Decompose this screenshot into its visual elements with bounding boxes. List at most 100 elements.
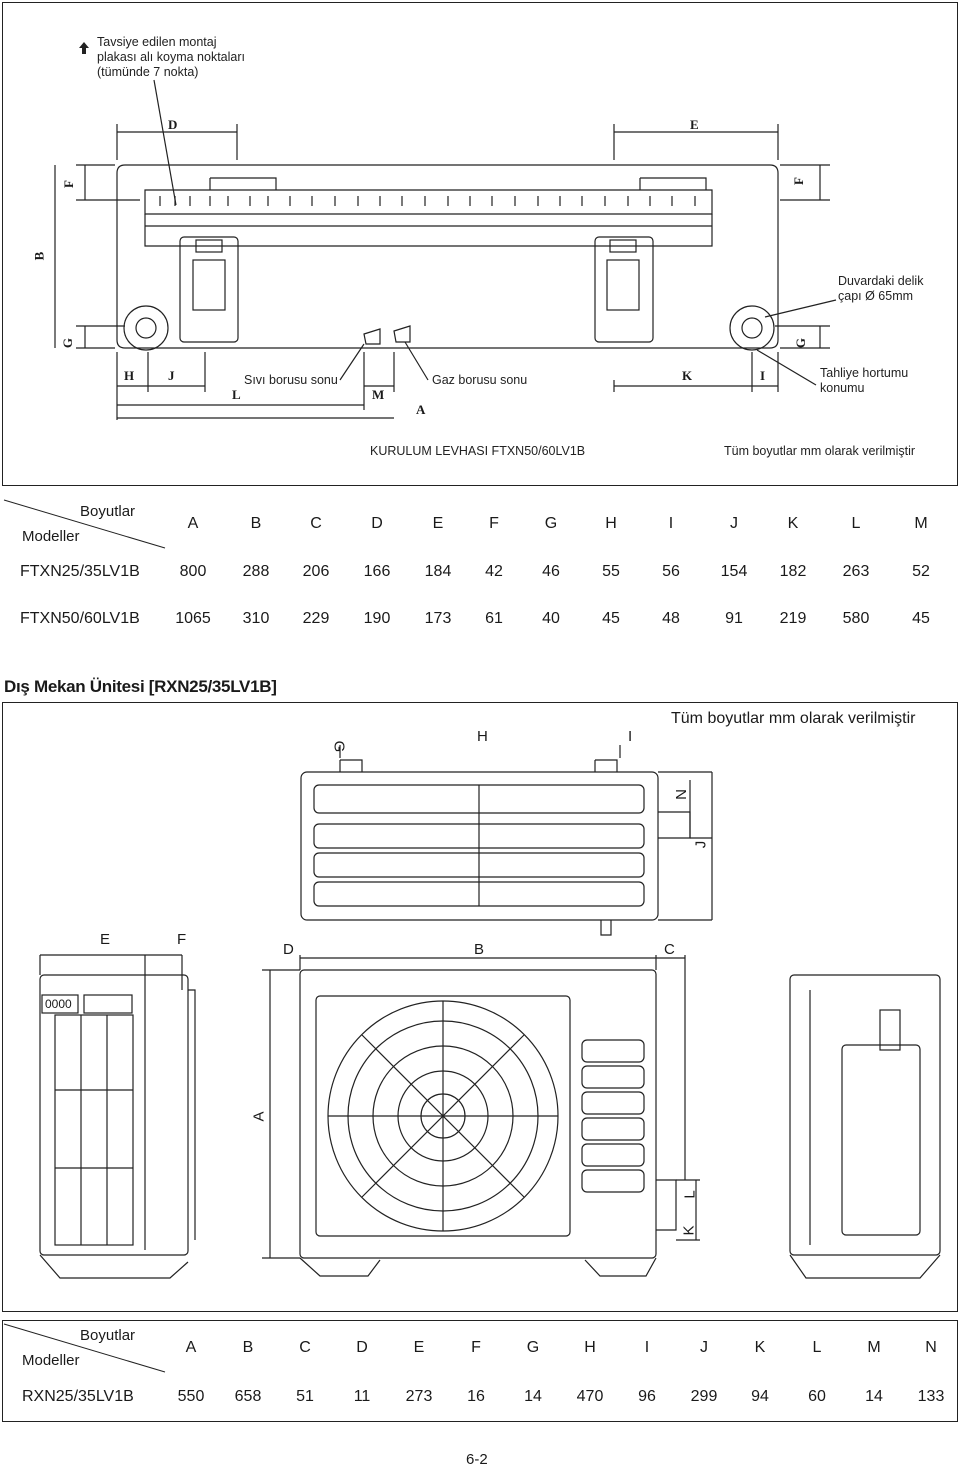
table1-col-header-i: I	[668, 515, 674, 532]
table1-col-header-k: K	[787, 515, 799, 532]
dim-A-label: A	[416, 402, 426, 417]
out-dim-J-label: J	[692, 840, 710, 849]
table1-cell-b: 310	[242, 610, 270, 627]
table2-row-model: RXN25/35LV1B	[22, 1388, 134, 1405]
dim-F-right-label: F	[790, 177, 806, 185]
table1-cell-g: 40	[542, 610, 560, 627]
table1-col-header-m: M	[914, 515, 928, 532]
plate-units-note: Tüm boyutlar mm olarak verilmiştir	[724, 444, 916, 458]
table1-cell-k: 182	[779, 563, 807, 580]
table1-cell-l: 580	[842, 610, 870, 627]
table1-col-header-d: D	[371, 515, 383, 532]
table2-col-header-e: E	[413, 1339, 425, 1356]
drain-hose-label: Tahliye hortumu konumu	[820, 366, 908, 396]
table2-corner-top: Boyutlar	[80, 1327, 136, 1344]
mounting-note-line-1: Tavsiye edilen montaj	[97, 35, 217, 49]
out-dim-K-label: K	[680, 1225, 698, 1236]
table2-col-header-g: G	[526, 1339, 540, 1356]
dim-H-label: H	[124, 368, 135, 383]
mounting-plate-drawing	[54, 42, 837, 420]
table2-cell-k: 94	[751, 1388, 769, 1405]
table2-col-header-l: L	[812, 1339, 822, 1356]
table1-col-header-e: E	[432, 515, 444, 532]
table2-cell-f: 16	[467, 1388, 485, 1405]
wall-hole-line-2: çapı Ø 65mm	[838, 289, 914, 303]
table1-col-header-l: L	[851, 515, 861, 532]
table1-row-model: FTXN25/35LV1B	[20, 563, 140, 580]
mounting-plate-frame	[2, 2, 958, 486]
table2-col-header-f: F	[471, 1339, 481, 1356]
out-dim-C-label: C	[664, 941, 675, 958]
out-dim-G-label: G	[330, 740, 348, 753]
table2-col-header-h: H	[584, 1339, 596, 1356]
outdoor-units-note: Tüm boyutlar mm olarak verilmiştir	[671, 710, 916, 727]
table2-cell-n: 133	[917, 1388, 945, 1405]
table1-cell-k: 219	[779, 610, 807, 627]
dim-J-label: J	[168, 368, 175, 383]
out-dim-D-label: D	[283, 941, 294, 958]
table2-frame	[2, 1320, 958, 1422]
table1-cell-a: 1065	[175, 610, 211, 627]
table2-cell-g: 14	[524, 1388, 542, 1405]
outdoor-frame	[2, 702, 958, 1312]
dim-M-label: M	[372, 387, 385, 402]
page-number: 6-2	[466, 1451, 488, 1468]
outdoor-title: Dış Mekan Ünitesi [RXN25/35LV1B]	[4, 677, 277, 696]
table1-cell-d: 166	[363, 563, 391, 580]
dim-I-label: I	[760, 368, 766, 383]
dim-B-label: B	[31, 251, 47, 261]
table1-col-header-j: J	[730, 515, 738, 532]
out-dim-F-label: F	[177, 931, 187, 948]
wall-hole-note: Duvardaki delik çapı Ø 65mm	[838, 274, 923, 304]
table1-col-header-g: G	[544, 515, 558, 532]
table1-cell-i: 48	[662, 610, 680, 627]
out-dim-B-label: B	[474, 941, 485, 958]
table1-col-header-f: F	[489, 515, 499, 532]
table1-col-header-h: H	[605, 515, 617, 532]
table1-cell-j: 91	[725, 610, 743, 627]
dim-F-left-label: F	[60, 180, 76, 188]
table1-cell-b: 288	[242, 563, 270, 580]
table2-col-header-b: B	[242, 1339, 254, 1356]
dim-G-right-label: G	[793, 337, 809, 349]
table1-cell-i: 56	[662, 563, 680, 580]
table1-cell-d: 190	[363, 610, 391, 627]
table1-corner-top: Boyutlar	[80, 503, 136, 520]
table2-col-header-a: A	[185, 1339, 197, 1356]
table2-corner-bottom: Modeller	[22, 1352, 80, 1369]
table2-cell-e: 273	[405, 1388, 433, 1405]
table2-col-header-j: J	[700, 1339, 708, 1356]
table1-cell-h: 45	[602, 610, 620, 627]
table2-col-header-n: N	[925, 1339, 937, 1356]
table1-cell-e: 184	[424, 563, 452, 580]
side-panel-label: 0000	[45, 997, 72, 1011]
mounting-note-line-2: plakası alı koyma noktaları	[97, 50, 245, 64]
table2-col-header-k: K	[754, 1339, 766, 1356]
table2-cell-d: 11	[353, 1388, 371, 1405]
table2-col-header-c: C	[299, 1339, 311, 1356]
table1-row-model: FTXN50/60LV1B	[20, 610, 140, 627]
out-dim-A-label: A	[250, 1111, 268, 1122]
table2-cell-a: 550	[177, 1388, 205, 1405]
table2-diagonal	[3, 1323, 166, 1373]
table2-col-header-i: I	[644, 1339, 650, 1356]
outdoor-unit-drawing	[39, 745, 941, 1279]
table1-cell-c: 206	[302, 563, 330, 580]
wall-hole-line-1: Duvardaki delik	[838, 274, 924, 288]
table2-cell-i: 96	[638, 1388, 656, 1405]
out-dim-E-label: E	[100, 931, 111, 948]
table2-cell-l: 60	[808, 1388, 826, 1405]
mounting-note-line-3: (tümünde 7 nokta)	[97, 65, 199, 79]
table1-cell-e: 173	[424, 610, 452, 627]
dim-D-label: D	[168, 117, 178, 132]
table2-cell-m: 14	[865, 1388, 883, 1405]
drain-hose-line-2: konumu	[820, 381, 865, 395]
out-dim-H-label: H	[477, 728, 488, 745]
gas-pipe-label: Gaz borusu sonu	[432, 373, 528, 387]
mounting-point-note: Tavsiye edilen montaj plakası alı koyma …	[97, 35, 245, 80]
table1-cell-g: 46	[542, 563, 560, 580]
liquid-pipe-label: Sıvı borusu sonu	[244, 373, 338, 387]
table1-col-header-c: C	[310, 515, 322, 532]
dim-L-label: L	[232, 387, 241, 402]
dim-E-label: E	[690, 117, 699, 132]
